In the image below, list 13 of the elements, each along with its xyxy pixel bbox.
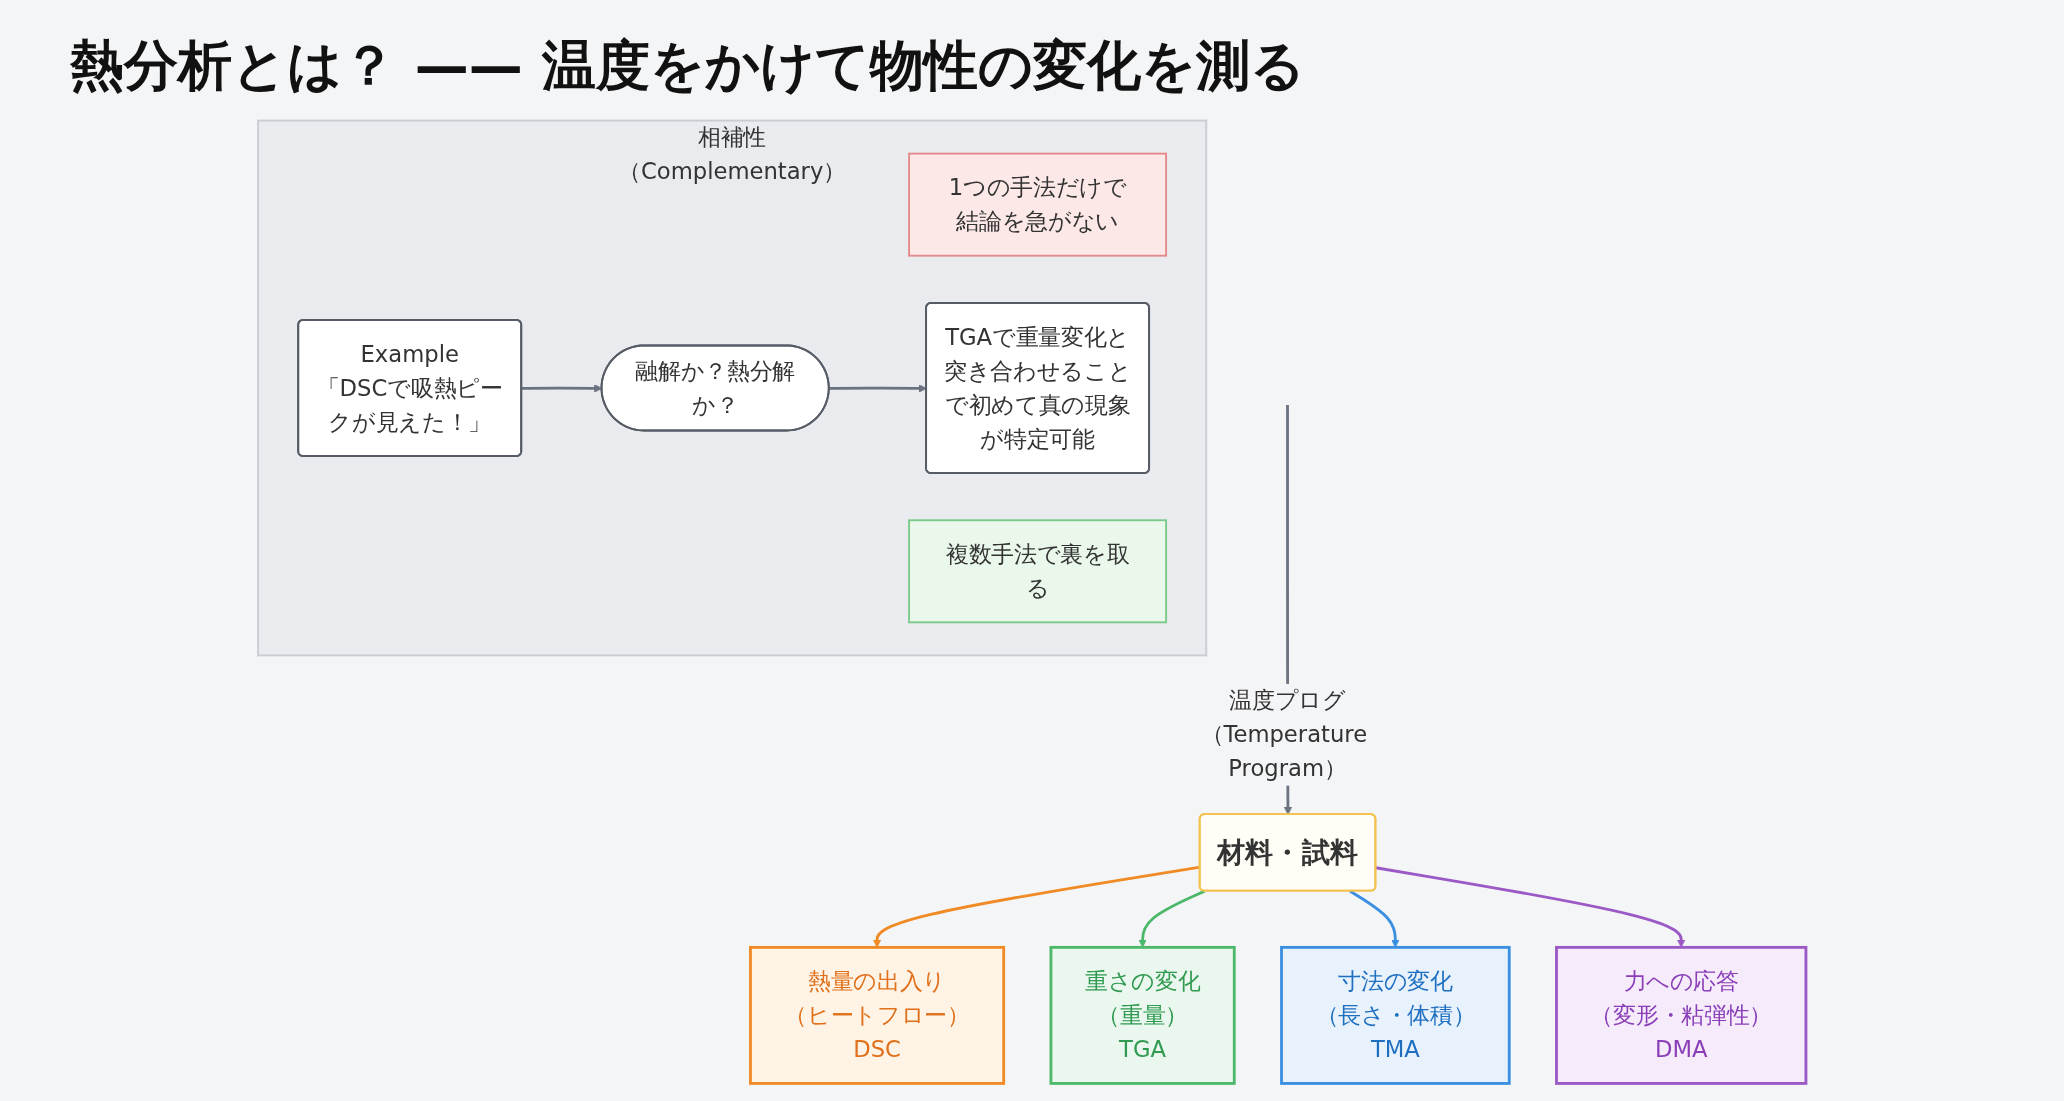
node-box [1280, 945, 1511, 1085]
arrow [829, 384, 927, 393]
arrow [1138, 889, 1206, 948]
node-box [1049, 945, 1236, 1085]
node-box [1555, 945, 1808, 1085]
arrow [1375, 866, 1686, 948]
arrow [1349, 889, 1400, 948]
title: 熱分析とは？ —— 温度をかけて物性の変化を測る [70, 33, 1306, 99]
node-box [908, 152, 1168, 257]
node-box [749, 945, 1006, 1085]
node-box [908, 519, 1168, 624]
flowchart: 温度プログ（Temperature Program） 相補性（Complementary） 1つの手法だけで結論を急がない Example 「DSCで吸熱ピークが見えた！」 融解か？熱分解か？ TGAで重量変化と突き合わせることで初めて真の現象が特定可能 複数手法で裏を取る 材料・試料 熱量の出入り （ヒートフロー） DSC 重さの変化 （重量） TGA 寸法の変化 （長さ・体積） TMA 力への応答 （変形・粘弾性） DMA [0, 113, 2064, 1091]
cluster [257, 119, 1208, 657]
